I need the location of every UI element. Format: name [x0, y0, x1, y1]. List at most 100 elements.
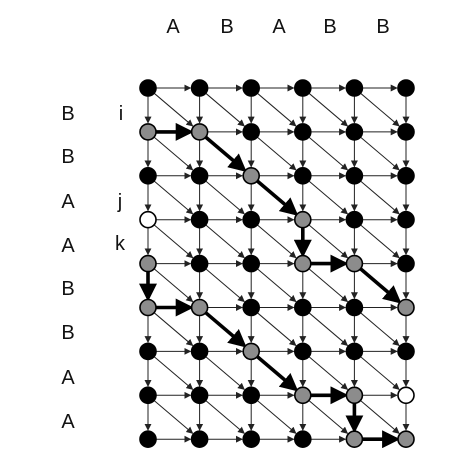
diagonal-edge: [308, 136, 349, 171]
alignment-path: [139, 122, 402, 449]
grid-node-gray: [293, 254, 312, 273]
row-marker-k: k: [115, 233, 126, 255]
grid-node: [139, 386, 157, 405]
grid-node-gray: [242, 342, 260, 361]
diagonal-edge: [153, 268, 194, 303]
grid-node: [242, 123, 260, 141]
left-letter: B: [61, 146, 74, 168]
grid-node: [190, 430, 209, 449]
diagonal-edge: [360, 400, 400, 434]
diagonal-edge: [153, 312, 194, 347]
diagonal-edge: [256, 224, 297, 259]
alignment-path-edge: [359, 267, 402, 304]
top-letter: B: [323, 16, 336, 38]
grid-node-gray: [397, 430, 415, 449]
grid-node: [242, 210, 260, 229]
left-letter: B: [61, 278, 74, 300]
grid-node: [190, 79, 209, 97]
diagonal-edge: [205, 92, 245, 127]
diagonal-edge: [308, 356, 349, 390]
grid-node: [397, 210, 415, 229]
diagonal-edge: [360, 180, 400, 215]
top-letter: B: [376, 16, 389, 38]
grid-node: [139, 430, 157, 449]
grid-node: [139, 79, 157, 97]
diagonal-edge: [205, 224, 245, 259]
diagonal-edge: [153, 356, 194, 390]
diagonal-edge: [360, 224, 400, 259]
grid-node-gray: [397, 298, 415, 317]
grid-node: [293, 342, 312, 361]
grid-node: [190, 210, 209, 229]
alignment-path-edge: [204, 135, 247, 172]
row-marker-j: j: [117, 191, 122, 213]
grid-node: [397, 342, 415, 361]
grid-node: [345, 79, 364, 97]
grid-node: [139, 342, 157, 361]
grid-node-gray: [190, 123, 209, 141]
alignment-path-edge: [256, 355, 299, 392]
grid-node: [293, 298, 312, 317]
grid-node-gray: [242, 167, 260, 185]
grid-node: [397, 167, 415, 185]
grid-node: [242, 430, 260, 449]
diagonal-edge: [256, 92, 297, 127]
diagonal-edge: [308, 92, 349, 127]
grid-node: [293, 167, 312, 185]
grid-node-gray: [139, 254, 157, 273]
diagonal-edge: [308, 312, 349, 347]
top-letter: A: [166, 16, 180, 38]
diagonal-edge: [360, 136, 400, 171]
grid-node: [190, 167, 209, 185]
diagonal-edge: [308, 400, 349, 434]
diagonal-edge: [308, 224, 349, 259]
alignment-path-edge: [204, 311, 247, 348]
diagonal-edge: [256, 400, 297, 434]
grid-node: [242, 79, 260, 97]
grid-node: [242, 386, 260, 405]
grid-node-gray: [293, 210, 312, 229]
diagonal-edge: [153, 92, 194, 127]
left-letter: A: [61, 411, 75, 433]
top-letter: B: [220, 16, 233, 38]
grid-node: [345, 298, 364, 317]
top-sequence: A B A B B: [166, 16, 389, 38]
grid-node-gray: [139, 123, 157, 141]
grid-node: [190, 386, 209, 405]
grid-node: [397, 79, 415, 97]
diagonal-edge: [153, 400, 194, 434]
diagonal-edge: [205, 268, 245, 303]
diagonal-edge: [205, 356, 245, 390]
diagonal-edge: [256, 312, 297, 347]
diagonal-edge: [308, 180, 349, 215]
diagonal-edge: [360, 356, 400, 390]
grid-node: [345, 342, 364, 361]
diagonal-edge: [205, 180, 245, 215]
grid-node: [242, 298, 260, 317]
grid-node: [345, 167, 364, 185]
diagonal-edge: [360, 92, 400, 127]
grid-node-gray: [345, 430, 364, 449]
grid-node: [293, 430, 312, 449]
grid-node-gray: [139, 298, 157, 317]
left-letter: B: [61, 322, 74, 344]
left-letter: A: [61, 367, 75, 389]
grid-node-gray: [190, 298, 209, 317]
grid-node: [397, 254, 415, 273]
grid-node: [190, 254, 209, 273]
grid-node: [242, 254, 260, 273]
top-letter: A: [272, 16, 286, 38]
grid-nodes: [139, 79, 415, 449]
left-letter: B: [61, 103, 74, 125]
diagonal-edge: [205, 400, 245, 434]
grid-node: [139, 167, 157, 185]
grid-node: [293, 123, 312, 141]
diagonal-edge: [153, 136, 194, 171]
grid-node: [345, 123, 364, 141]
grid-node: [345, 210, 364, 229]
diagonal-edge: [360, 312, 400, 347]
diagonal-edge: [308, 268, 349, 303]
row-marker-i: i: [119, 103, 123, 125]
grid-node: [293, 79, 312, 97]
